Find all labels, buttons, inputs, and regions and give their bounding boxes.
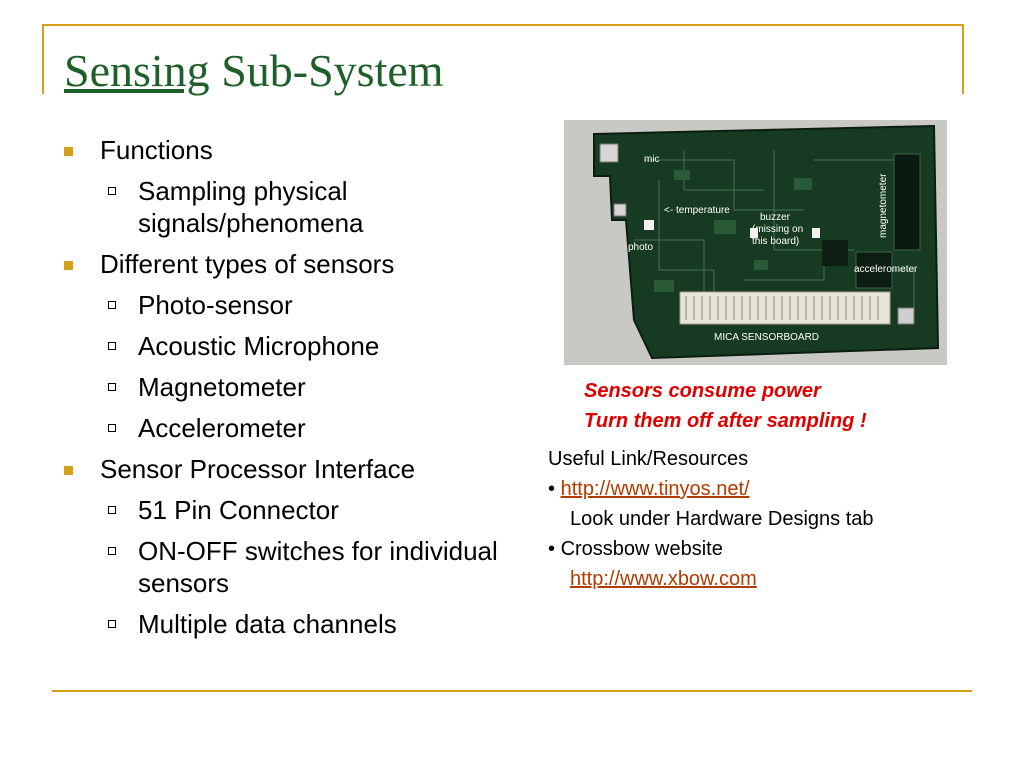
- bullet-list: Functions Sampling physical signals/phen…: [62, 134, 532, 640]
- title-link-word[interactable]: Sensing: [64, 45, 210, 96]
- caption-line-2: Turn them off after sampling !: [584, 410, 867, 432]
- sub-bullet: Multiple data channels: [100, 608, 532, 640]
- label-magnetometer: magnetometer: [878, 173, 889, 238]
- sub-bullet: Accelerometer: [100, 412, 532, 444]
- caption-line-1: Sensors consume power: [584, 380, 821, 402]
- sub-bullet: Magnetometer: [100, 371, 532, 403]
- sensor-board-illustration: mic <- temperature buzzer (missing on th…: [564, 120, 947, 365]
- label-buzzer-3: this board): [752, 236, 799, 247]
- label-buzzer-2: (missing on: [752, 224, 803, 235]
- bullet-sensor-types: Different types of sensors Photo-sensor …: [62, 248, 532, 444]
- bullet-dot: •: [548, 478, 556, 500]
- power-caption: Sensors consume power Turn them off afte…: [584, 376, 867, 436]
- resources-panel: Useful Link/Resources • http://www.tinyo…: [548, 444, 988, 594]
- sensor-board-photo: mic <- temperature buzzer (missing on th…: [564, 120, 947, 365]
- xbow-link[interactable]: http://www.xbow.com: [570, 568, 757, 590]
- sub-bullet-list: Sampling physical signals/phenomena: [100, 175, 532, 239]
- bullet-label: Functions: [100, 135, 213, 165]
- sub-bullet: ON-OFF switches for individual sensors: [100, 535, 532, 599]
- bullet-interface: Sensor Processor Interface 51 Pin Connec…: [62, 453, 532, 640]
- bullet-label: Sensor Processor Interface: [100, 454, 416, 484]
- sub-bullet: Photo-sensor: [100, 289, 532, 321]
- frame-top-rule: [42, 24, 964, 26]
- resources-heading: Useful Link/Resources: [548, 448, 749, 470]
- frame-left-rule: [42, 24, 44, 94]
- resource-item-xbow-link: http://www.xbow.com: [548, 564, 988, 594]
- sub-bullet: Acoustic Microphone: [100, 330, 532, 362]
- frame-right-rule: [962, 24, 964, 94]
- tinyos-link[interactable]: http://www.tinyos.net/: [560, 478, 750, 500]
- slide-title: Sensing Sub-System: [64, 44, 444, 97]
- label-buzzer-1: buzzer: [760, 212, 791, 223]
- resource-item-crossbow: • Crossbow website: [548, 534, 988, 564]
- bullet-label: Different types of sensors: [100, 249, 395, 279]
- label-temperature: <- temperature: [664, 205, 730, 216]
- sub-bullet-list: Photo-sensor Acoustic Microphone Magneto…: [100, 289, 532, 444]
- title-rest: Sub-System: [209, 45, 444, 96]
- bullet-functions: Functions Sampling physical signals/phen…: [62, 134, 532, 239]
- bullet-dot: •: [548, 538, 556, 560]
- label-accelerometer: accelerometer: [854, 264, 918, 275]
- tinyos-note: Look under Hardware Designs tab: [570, 508, 874, 530]
- sub-bullet: Sampling physical signals/phenomena: [100, 175, 532, 239]
- label-mic: mic: [644, 154, 660, 165]
- crossbow-label: Crossbow website: [560, 538, 723, 560]
- sub-bullet: 51 Pin Connector: [100, 494, 532, 526]
- frame-bottom-rule: [52, 690, 972, 692]
- sub-bullet-list: 51 Pin Connector ON-OFF switches for ind…: [100, 494, 532, 640]
- label-photo: photo: [628, 242, 653, 253]
- resource-item-tinyos: • http://www.tinyos.net/: [548, 474, 988, 504]
- label-board-name: MICA SENSORBOARD: [714, 332, 819, 343]
